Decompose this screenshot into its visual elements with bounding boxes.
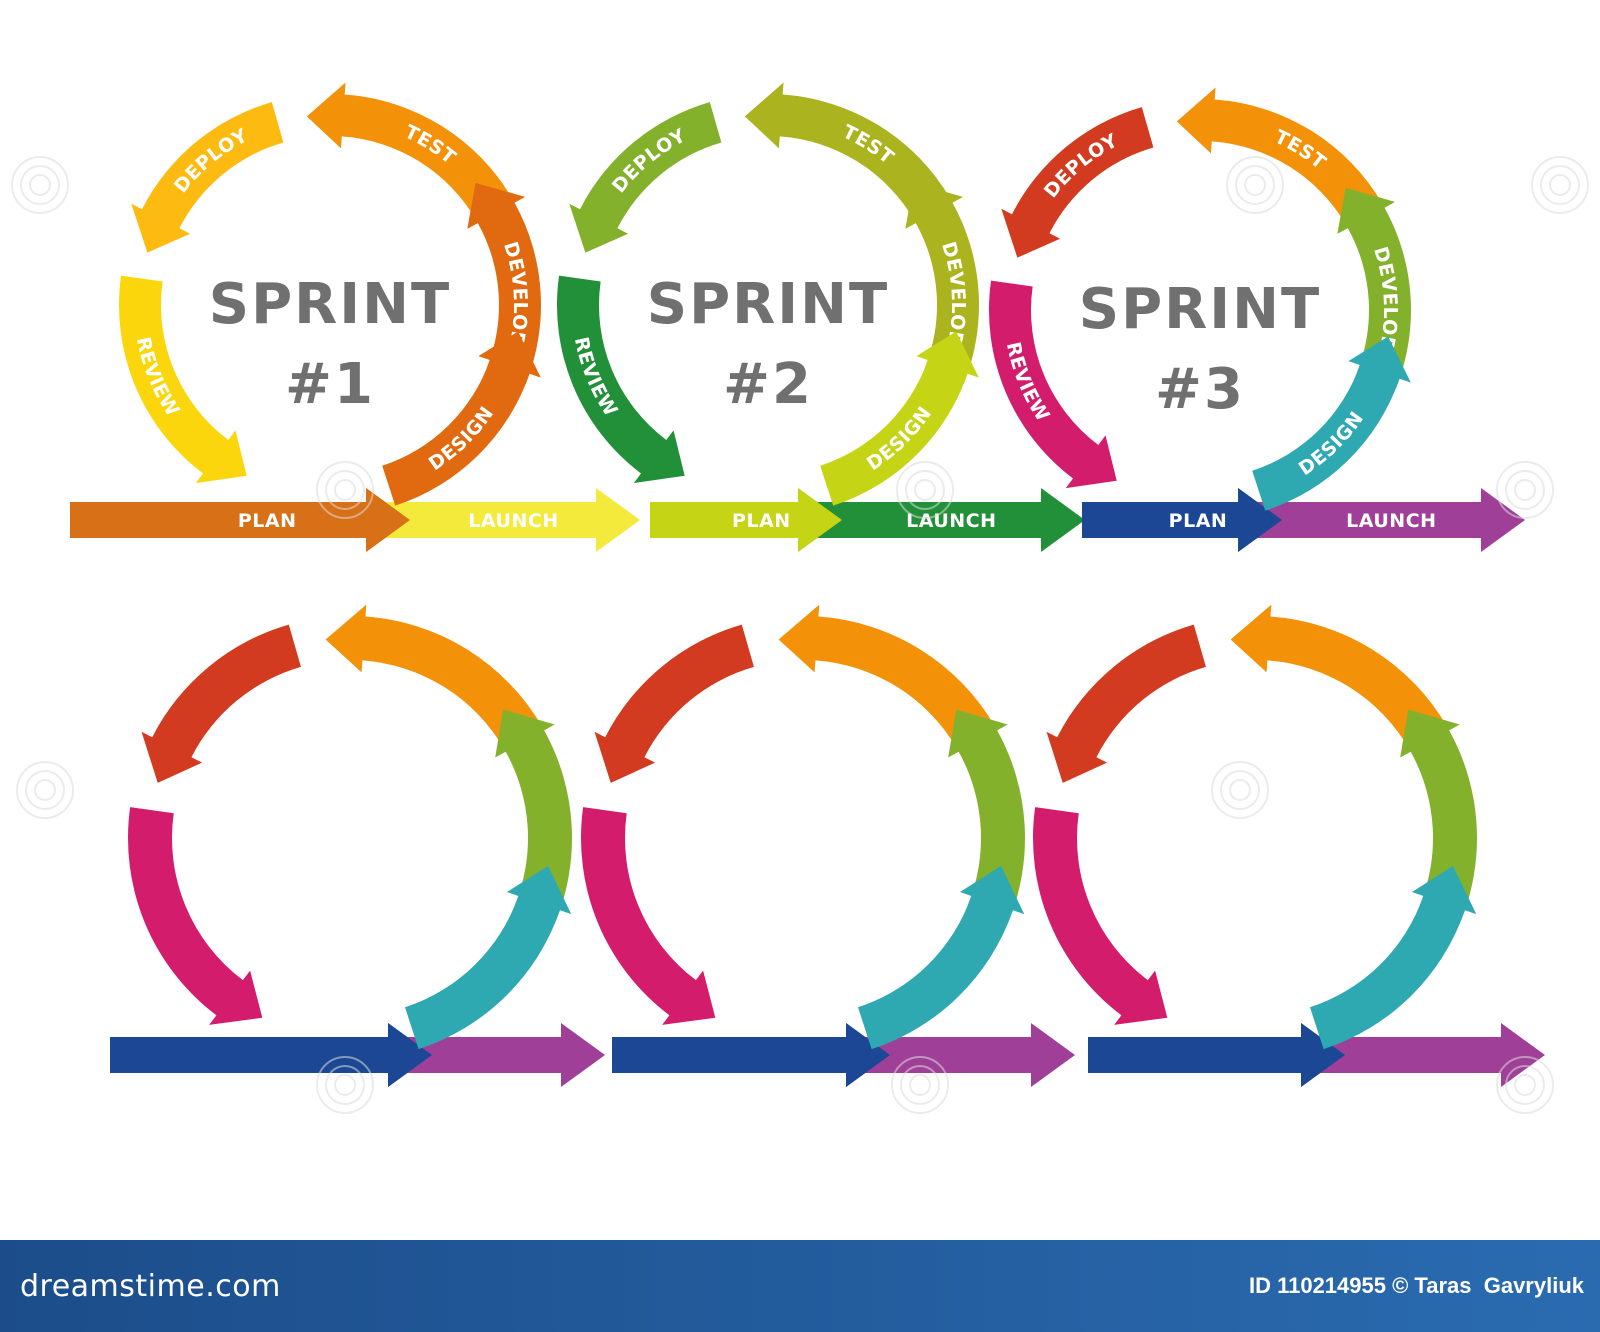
sprint-cycle-4: [110, 604, 605, 1087]
plan-arrow-overlay: [1088, 1023, 1345, 1087]
test-arrow: [744, 82, 951, 221]
plan-arrow-overlay: [650, 488, 842, 552]
sprint-title: SPRINT: [209, 272, 451, 337]
plan-label: PLAN: [1169, 510, 1228, 532]
watermark-logo: [891, 1056, 949, 1114]
segment-2-arrow: [495, 709, 572, 922]
segment-2-arrow: [1400, 709, 1478, 922]
segment-5-arrow: [1046, 624, 1206, 783]
segment-5-arrow: [141, 624, 301, 783]
deploy-arrow: [1001, 107, 1154, 258]
launch-label: LAUNCH: [468, 510, 558, 532]
footer-brand[interactable]: dreamstime.com: [20, 1268, 281, 1304]
watermark-logo: [11, 156, 69, 214]
develop-arrow: [1337, 187, 1411, 390]
segment-3-arrow: [405, 865, 572, 1050]
design-arrow: [1252, 336, 1411, 511]
watermark-logo: [316, 461, 374, 519]
sprint-cycle-3: PLANLAUNCHTESTDEVELOPDESIGNREVIEWDEPLOYS…: [989, 87, 1525, 552]
watermark-logo: [1226, 156, 1284, 214]
review-arrow: [557, 275, 685, 484]
launch-label: LAUNCH: [906, 510, 996, 532]
plan-arrow-overlay: [1082, 488, 1282, 552]
segment-1-arrow: [1230, 604, 1448, 749]
segment-4-arrow: [128, 807, 263, 1025]
sprint-number: #1: [285, 352, 375, 417]
watermark-logo: [16, 761, 74, 819]
test-arrow: [1176, 87, 1383, 226]
segment-5-arrow: [594, 624, 754, 783]
launch-arrow: [800, 488, 1085, 552]
watermark-logo: [1496, 461, 1554, 519]
sprint-cycle-2: PLANLAUNCHTESTDEVELOPDESIGNREVIEWDEPLOYS…: [557, 82, 1085, 552]
plan-arrow-overlay: [612, 1023, 890, 1087]
develop-arrow: [467, 182, 542, 385]
sprint-number: #2: [723, 352, 813, 417]
plan-label: PLAN: [732, 510, 791, 532]
test-arrow: [306, 82, 513, 221]
sprint-cycle-5: [580, 604, 1075, 1087]
segment-4-arrow: [1033, 807, 1168, 1025]
segment-2-arrow: [948, 709, 1025, 922]
sprint-cycles-diagram: PLANLAUNCHTESTDEVELOPDESIGNREVIEWDEPLOYS…: [11, 82, 1589, 1114]
plan-label: PLAN: [238, 510, 297, 532]
sprint-cycle-1: PLANLAUNCHTESTDEVELOPDESIGNREVIEWDEPLOYS…: [70, 82, 640, 552]
sprint-title: SPRINT: [647, 272, 889, 337]
footer-credit: ID 110214955 © Taras Gavryliuk: [1248, 1273, 1584, 1298]
segment-3-arrow: [1310, 865, 1477, 1050]
watermark-logo: [1496, 1056, 1554, 1114]
develop-arrow: [905, 182, 980, 385]
plan-arrow-overlay: [110, 1023, 432, 1087]
watermark-logo: [1211, 761, 1269, 819]
sprint-cycle-6: [1033, 604, 1545, 1087]
segment-4-arrow: [580, 807, 716, 1025]
segment-1-arrow: [325, 604, 543, 749]
plan-arrow-overlay: [70, 488, 410, 552]
review-arrow: [989, 280, 1117, 489]
sprint-number: #3: [1155, 357, 1245, 422]
deploy-arrow: [131, 102, 284, 253]
launch-arrow: [1250, 488, 1525, 552]
launch-arrow: [1300, 1023, 1545, 1087]
segment-1-arrow: [778, 604, 996, 749]
launch-label: LAUNCH: [1346, 510, 1436, 532]
segment-3-arrow: [858, 865, 1025, 1050]
watermark-logo: [1531, 156, 1589, 214]
watermark-logo: [316, 1056, 374, 1114]
sprint-title: SPRINT: [1079, 277, 1321, 342]
deploy-arrow: [569, 102, 722, 253]
design-arrow: [382, 331, 541, 506]
review-arrow: [118, 275, 247, 484]
design-arrow: [820, 331, 979, 506]
footer-bar: dreamstime.com ID 110214955 © Taras Gavr…: [0, 1240, 1600, 1332]
watermark-logo: [896, 461, 954, 519]
